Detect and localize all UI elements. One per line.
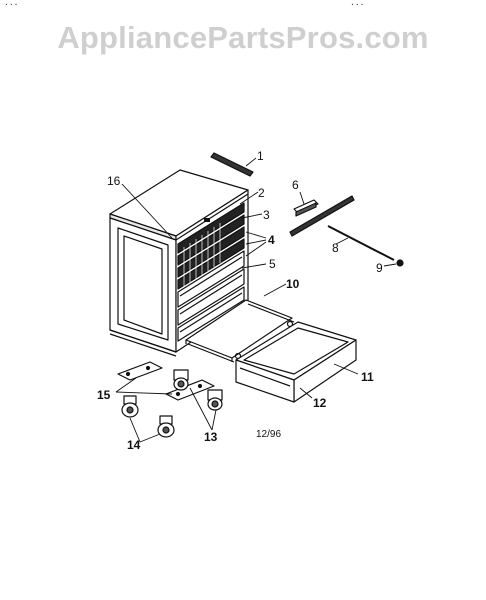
callout-labels: 1 2 3 4 5 6 8 9 10 11 12 13 14 15 16 12/… xyxy=(97,149,383,452)
part-15-caster-plates xyxy=(117,361,215,401)
callout-10: 10 xyxy=(286,277,300,291)
callout-3: 3 xyxy=(263,208,270,222)
part-14-swivel-casters xyxy=(121,395,175,438)
callout-12: 12 xyxy=(313,396,327,410)
leader-lines xyxy=(115,157,397,443)
part-11-12-drawer-tray xyxy=(235,321,357,403)
part-8-rod xyxy=(327,225,395,261)
date-code: 12/96 xyxy=(256,429,281,440)
part-10-slide-rails xyxy=(185,299,295,363)
scan-header: ... ... xyxy=(0,0,486,10)
part-5-lower-drawers xyxy=(177,250,245,342)
callout-15: 15 xyxy=(97,388,111,402)
header-left-text: ... xyxy=(4,0,19,7)
header-right-text: ... xyxy=(350,0,365,7)
callout-16: 16 xyxy=(107,174,121,188)
callout-11: 11 xyxy=(361,370,374,384)
callout-9: 9 xyxy=(376,261,383,275)
part-6-bracket xyxy=(293,199,319,217)
part-rail xyxy=(289,195,355,237)
part-4-drawers xyxy=(177,202,245,290)
site-watermark: AppliancePartsPros.com xyxy=(57,20,429,55)
callout-2: 2 xyxy=(258,186,265,200)
callout-14: 14 xyxy=(127,438,141,452)
part-13-casters xyxy=(173,369,223,411)
drawer-texture xyxy=(183,223,221,287)
callout-13: 13 xyxy=(204,430,218,444)
part-9-knob xyxy=(396,259,404,267)
callout-5: 5 xyxy=(269,257,276,271)
part-1-handle xyxy=(210,152,254,177)
callout-8: 8 xyxy=(332,241,339,255)
callout-1: 1 xyxy=(257,149,264,163)
callout-6: 6 xyxy=(292,178,299,192)
callout-4: 4 xyxy=(268,233,275,247)
